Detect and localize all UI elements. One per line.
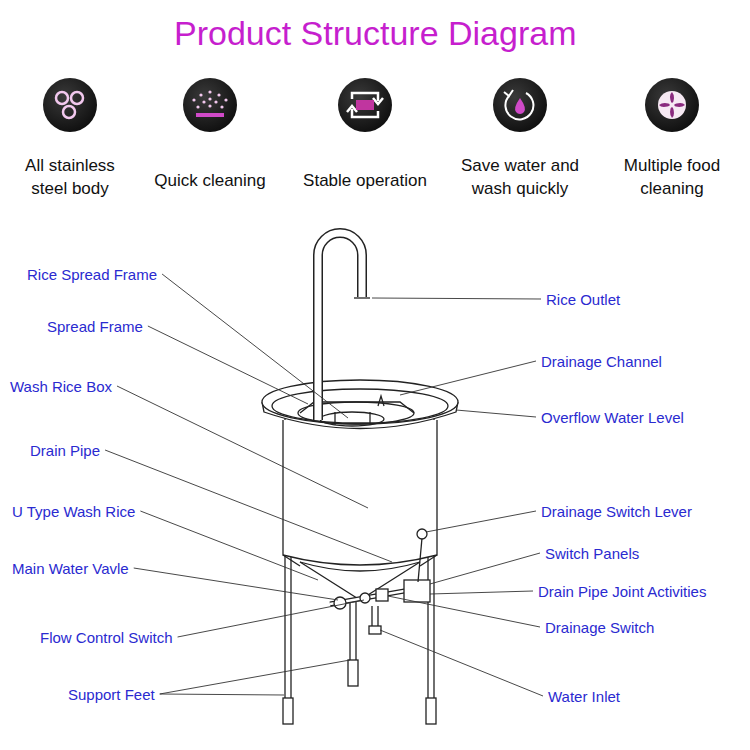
- leader-line: [430, 553, 540, 584]
- part-label: Drainage Switch: [545, 619, 654, 636]
- icon-water: [493, 78, 547, 132]
- leader-line: [380, 630, 543, 696]
- icon-food: [645, 78, 699, 132]
- leader-line: [426, 511, 536, 532]
- leader-line: [372, 298, 541, 299]
- part-label: Water Inlet: [548, 688, 620, 705]
- leader-line: [140, 511, 318, 580]
- rice-washer-drawing: [262, 233, 458, 724]
- leader-line: [456, 410, 536, 417]
- icon-caption: Save water and wash quickly: [448, 155, 593, 201]
- leader-line: [148, 326, 308, 404]
- icon-caption: Quick cleaning: [135, 170, 285, 193]
- leader-line: [178, 600, 364, 637]
- icon-stable: [338, 78, 392, 132]
- part-label: Drainage Switch Lever: [541, 503, 692, 520]
- leader-line: [134, 568, 338, 600]
- leader-line: [160, 694, 284, 695]
- part-label: Drain Pipe: [30, 442, 100, 459]
- part-label: Drainage Channel: [541, 353, 662, 370]
- icon-stainless: [43, 78, 97, 132]
- leader-line: [430, 591, 533, 594]
- part-label: Wash Rice Box: [10, 378, 112, 395]
- leader-line: [105, 450, 392, 562]
- leader-line: [388, 596, 540, 627]
- leader-line: [160, 660, 350, 694]
- leader-line: [400, 361, 536, 395]
- part-label: Spread Frame: [47, 318, 143, 335]
- part-label: Switch Panels: [545, 545, 639, 562]
- title: Product Structure Diagram: [174, 14, 577, 53]
- part-label: Main Water Vavle: [12, 560, 129, 577]
- part-label: Flow Control Switch: [40, 629, 173, 646]
- part-label: Drain Pipe Joint Activities: [538, 583, 706, 600]
- part-label: U Type Wash Rice: [12, 503, 135, 520]
- icon-caption: Stable operation: [285, 170, 445, 193]
- icon-caption: Multiple food cleaning: [612, 155, 732, 201]
- part-label: Rice Outlet: [546, 291, 620, 308]
- part-label: Support Feet: [68, 686, 155, 703]
- part-label: Overflow Water Level: [541, 409, 684, 426]
- icon-caption: All stainless steel body: [8, 155, 133, 201]
- icon-quick: [183, 78, 237, 132]
- part-label: Rice Spread Frame: [27, 266, 157, 283]
- leader-line: [117, 386, 368, 508]
